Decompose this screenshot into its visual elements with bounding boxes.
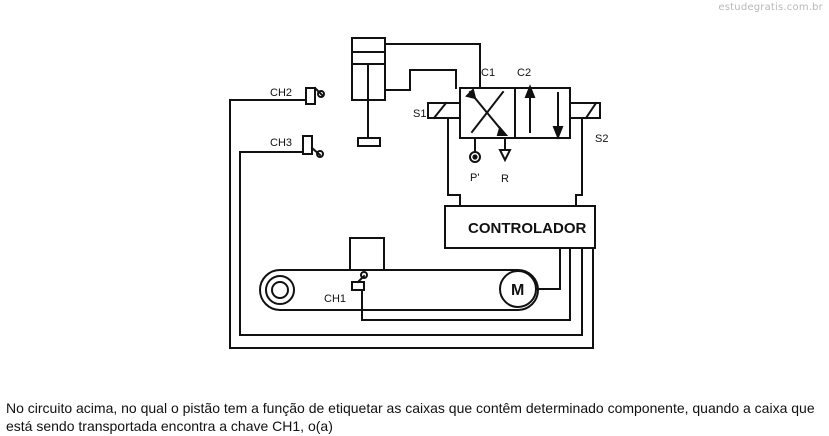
question-text: No circuito acima, no qual o pistão tem … bbox=[6, 400, 815, 434]
solenoid-wires bbox=[447, 117, 583, 207]
label-c2: C2 bbox=[517, 67, 531, 79]
switch-ch2 bbox=[305, 86, 325, 105]
label-controller: CONTROLADOR bbox=[468, 220, 586, 237]
control-wires bbox=[229, 99, 594, 349]
label-ch3: CH3 bbox=[270, 137, 292, 149]
controller-box bbox=[444, 205, 596, 249]
label-s1: S1 bbox=[413, 108, 426, 120]
label-r: R bbox=[501, 173, 509, 185]
label-p: P' bbox=[470, 172, 479, 184]
label-c1: C1 bbox=[481, 67, 495, 79]
piston-cylinder bbox=[351, 37, 386, 147]
label-ch1: CH1 bbox=[324, 293, 346, 305]
switch-ch3 bbox=[302, 135, 324, 158]
label-ch2: CH2 bbox=[270, 87, 292, 99]
directional-valve bbox=[427, 84, 601, 163]
conveyor-belt bbox=[259, 237, 539, 311]
circuit-diagram: CH2 CH3 CH1 C1 C2 S1 S2 P' R CONTROLADOR… bbox=[229, 37, 608, 349]
motor-icon: M bbox=[511, 282, 524, 299]
label-s2: S2 bbox=[595, 133, 608, 145]
watermark: estudegratis.com.br bbox=[718, 2, 823, 13]
pneumatic-lines bbox=[384, 43, 481, 91]
